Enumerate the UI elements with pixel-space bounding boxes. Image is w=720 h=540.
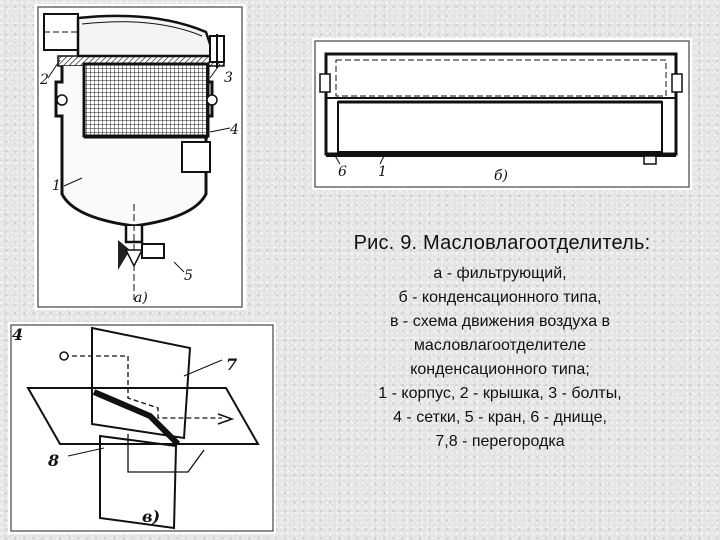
figure-a-label-1: 1	[52, 178, 61, 194]
caption-line: а - фильтрующий,	[433, 265, 567, 282]
figure-b-panel-label: б)	[494, 168, 508, 184]
figure-a-label-2: 2	[39, 72, 49, 88]
figure-a-drawing: 2 3 4 1 5 а)	[37, 6, 243, 308]
figure-b-panel: 6 1 б)	[312, 38, 692, 190]
figure-c-label-8: 8	[47, 451, 59, 470]
figure-a-panel: 2 3 4 1 5 а)	[34, 4, 246, 310]
figure-caption-title: Рис. 9. Масловлагоотделитель:	[353, 232, 651, 254]
caption-line: в - схема движения воздуха в	[389, 313, 611, 330]
figure-a-label-4: 4	[229, 122, 239, 138]
caption-line: конденсационного типа;	[410, 361, 590, 378]
caption-line: 7,8 - перегородка	[435, 433, 565, 450]
figure-a-label-5: 5	[184, 268, 193, 284]
figure-c-label-7: 7	[226, 355, 237, 374]
caption-line: б - конденсационного типа,	[398, 289, 602, 306]
caption-line: 1 - корпус, 2 - крышка, 3 - болты,	[378, 385, 622, 402]
figure-caption-list: а - фильтрующий, б - конденсационного ти…	[300, 262, 700, 454]
figure-c-label-4: 4	[12, 325, 23, 344]
figure-b-label-6: 6	[338, 164, 347, 180]
figure-b-label-1: 1	[378, 164, 387, 180]
caption-line: масловлагоотделителе	[413, 337, 587, 354]
figure-a-panel-label: а)	[134, 290, 148, 306]
figure-c-panel-label: в)	[142, 507, 160, 526]
figure-c-panel: 4 7 8 в)	[8, 322, 276, 534]
figure-c-drawing: 4 7 8 в)	[10, 324, 274, 532]
figure-b-drawing: 6 1 б)	[314, 40, 690, 188]
figure-a-label-3: 3	[224, 70, 233, 86]
caption-line: 4 - сетки, 5 - кран, 6 - днище,	[393, 409, 607, 426]
